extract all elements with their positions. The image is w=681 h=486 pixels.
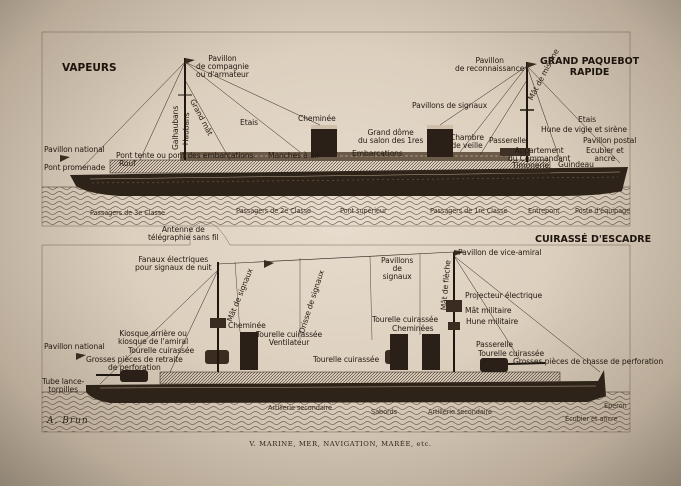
label-pont-superieur: Pont supérieur [340, 207, 387, 215]
label-grosses-chasse: Grosses pièces de chasse de perforation [513, 358, 663, 366]
label-galhaubans: Galhaubans [172, 106, 180, 150]
label-etais-right: Etais [578, 116, 596, 124]
label-pont-promenade: Pont promenade [44, 164, 105, 172]
label-passerelle-bottom: Passerelle [476, 341, 513, 349]
label-cheminees-left: Cheminée [228, 322, 266, 330]
label-ecubier-bottom: Écubier et ancre [565, 415, 617, 423]
label-passagers-2: Passagers de 2e Classe [236, 207, 311, 215]
label-passagers-1: Passagers de 1re Classe [430, 207, 507, 215]
label-etais-left: Etais [240, 119, 258, 127]
label-passagers-3: Passagers de 3e Classe [90, 209, 165, 217]
artist-signature: A. Brun [47, 416, 89, 426]
label-artillerie-2: Artillerie secondaire [428, 408, 492, 416]
label-projecteur: Projecteur électrique [465, 292, 542, 300]
label-haubans: Haubans [182, 112, 191, 145]
label-timonerie: Timonerie [512, 162, 549, 170]
plate-caption: V. MARINE, MER, NAVIGATION, MARÉE, etc. [0, 440, 681, 448]
label-cheminees-right: Cheminées [392, 325, 434, 333]
label-tourelle-top: Tourelle cuirassée [128, 347, 194, 355]
label-entrepont: Entrepont [528, 207, 560, 215]
label-hune-militaire: Hune militaire [466, 318, 518, 326]
label-pont-tente: Pont tente ou pont des embarcations [116, 152, 253, 160]
label-tourelle-upper: Tourelle cuirassée [372, 316, 438, 324]
label-artillerie-1: Artillerie secondaire [268, 404, 332, 412]
label-pavillon-postal: Pavillon postal [583, 137, 636, 145]
label-pavillon-national: Pavillon national [44, 146, 105, 154]
label-cheminee: Cheminée [298, 115, 336, 123]
label-pavillons-signaux: Pavillons de signaux [412, 102, 487, 110]
label-rouf: Rouf [119, 160, 136, 168]
label-hune-vigie: Hune de vigie et sirène [541, 126, 627, 134]
label-tourelle-mid: Tourelle cuirassée [313, 356, 379, 364]
label-sabords: Sabords [371, 408, 397, 416]
label-manches-air: Manches à air [268, 152, 320, 160]
label-tube-lance: Tube lance-torpilles [42, 378, 84, 394]
label-embarcations: Embarcations [352, 150, 403, 158]
label-mat-militaire: Mât militaire [465, 307, 511, 315]
label-pavillon-national-bottom: Pavillon national [44, 343, 105, 351]
label-passerelle: Passerelle [489, 137, 526, 145]
label-guindeau: Guindeau [558, 161, 594, 169]
label-poste-equipage: Poste d'équipage [575, 207, 630, 215]
header-steamers: VAPEURS [62, 62, 117, 74]
label-pavillon-vice-amiral: Pavillon de vice-amiral [458, 249, 541, 257]
header-battleship: CUIRASSÉ D'ESCADRE [535, 234, 651, 245]
label-eperon: Éperon [604, 402, 627, 410]
battleship [76, 250, 606, 403]
